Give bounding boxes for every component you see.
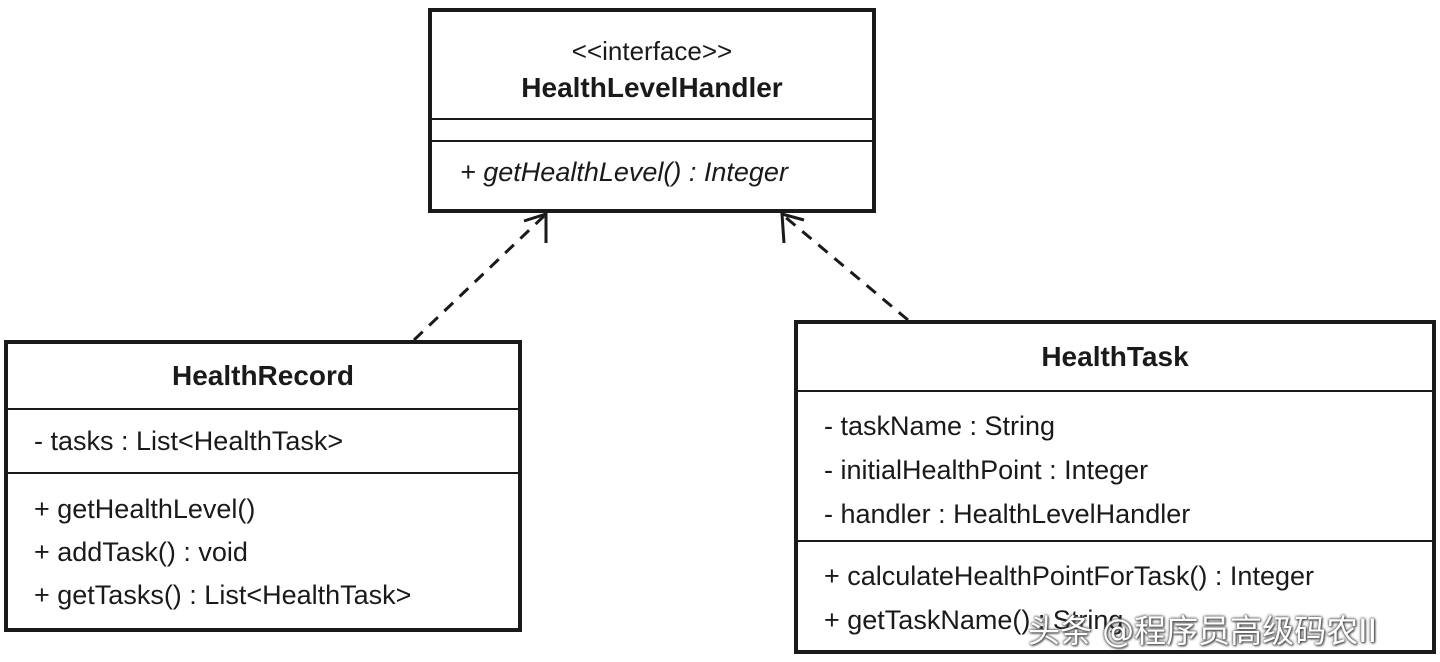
interface-attributes-section	[432, 118, 872, 140]
interface-title-section: <<interface>> HealthLevelHandler	[432, 12, 872, 118]
task-attribute: - handler : HealthLevelHandler	[824, 499, 1191, 529]
task-class-name: HealthTask	[1041, 341, 1189, 372]
watermark-text: 头条 @程序员高级码农II	[1028, 612, 1378, 650]
task-attribute: - initialHealthPoint : Integer	[824, 455, 1149, 485]
interface-stereotype: <<interface>>	[571, 36, 733, 66]
task-attribute: - taskName : String	[824, 411, 1056, 441]
record-attributes-section: - tasks : List<HealthTask>	[8, 408, 518, 472]
task-operation: + calculateHealthPointForTask() : Intege…	[824, 561, 1314, 591]
interface-operation: + getHealthLevel() : Integer	[460, 157, 788, 187]
record-operation: + addTask() : void	[34, 537, 248, 567]
task-operation: + getTaskName() : String	[824, 605, 1124, 635]
record-operation: + getTasks() : List<HealthTask>	[34, 580, 412, 610]
record-to-interface-arrow	[412, 211, 548, 342]
record-operations-section: + getHealthLevel() + addTask() : void + …	[8, 472, 518, 617]
record-operation: + getHealthLevel()	[34, 494, 256, 524]
interface-class-box[interactable]: <<interface>> HealthLevelHandler + getHe…	[428, 8, 876, 213]
task-class-box[interactable]: HealthTask - taskName : String - initial…	[794, 320, 1436, 654]
record-attribute: - tasks : List<HealthTask>	[34, 425, 344, 456]
record-class-box[interactable]: HealthRecord - tasks : List<HealthTask> …	[4, 340, 522, 632]
record-class-name: HealthRecord	[171, 360, 355, 391]
task-operations-section: + calculateHealthPointForTask() : Intege…	[798, 540, 1432, 642]
task-attributes-section: - taskName : String - initialHealthPoint…	[798, 390, 1432, 540]
interface-operations-section: + getHealthLevel() : Integer	[432, 140, 872, 190]
task-to-interface-arrow	[780, 211, 909, 322]
interface-name: HealthLevelHandler	[521, 72, 783, 103]
